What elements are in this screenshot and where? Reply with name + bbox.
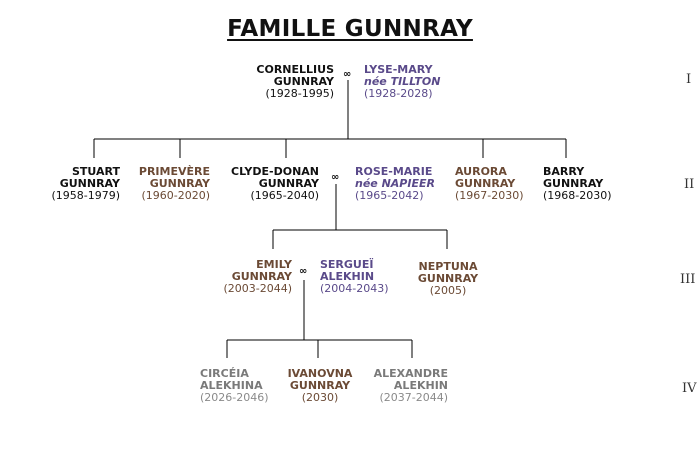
marriage-symbol: ∞ xyxy=(299,266,308,277)
page-title: FAMILLE GUNNRAY xyxy=(227,16,473,42)
person-irceia: CIRCÉIA ALEKHINA (2026-2046) xyxy=(200,368,269,404)
person-name: BARRY xyxy=(543,165,585,178)
person-surname: GUNNRAY xyxy=(231,270,292,283)
person-lyse-mary: LYSE-MARY née TILLTON (1928-2028) xyxy=(364,64,440,100)
person-surname: ALEKHINA xyxy=(200,379,263,392)
generation-label-ii: II xyxy=(684,177,695,192)
person-aurora: AURORA GUNNRAY (1967-2030) xyxy=(455,166,524,202)
person-name: EMILY xyxy=(256,258,292,271)
person-maiden-name: née TILLTON xyxy=(364,75,441,88)
person-name: ROSE-MARIE xyxy=(355,165,433,178)
person-ivanovna: IVANOVNA GUNNRAY (2030) xyxy=(280,368,360,404)
person-years: (2005) xyxy=(429,284,467,297)
generation-label-iii: III xyxy=(680,272,696,287)
person-name: STUART xyxy=(71,165,120,178)
person-years: (2030) xyxy=(301,391,339,404)
person-years: (1928-1995) xyxy=(265,87,334,100)
person-surname: ALEKHIN xyxy=(393,379,448,392)
person-name: CIRCÉIA xyxy=(200,367,249,380)
person-surname: GUNNRAY xyxy=(543,177,604,190)
person-name: LYSE-MARY xyxy=(364,63,433,76)
person-name: CORNELLIUS xyxy=(256,63,334,76)
person-name: ALEXANDRE xyxy=(373,367,448,380)
person-surname: GUNNRAY xyxy=(149,177,210,190)
person-clyde-donan: CLYDE-DONAN GUNNRAY (1965-2040) xyxy=(231,166,319,202)
person-alexandre: ALEXANDRE ALEKHIN (2037-2044) xyxy=(374,368,448,404)
person-years: (1965-2042) xyxy=(355,189,424,202)
person-surname: GUNNRAY xyxy=(273,75,334,88)
person-maiden-name: née NAPIEER xyxy=(355,177,435,190)
person-name: IVANOVNA xyxy=(287,367,353,380)
person-years: (2003-2044) xyxy=(223,282,292,295)
person-rose-marie: ROSE-MARIE née NAPIEER (1965-2042) xyxy=(355,166,435,202)
person-years: (1928-2028) xyxy=(364,87,433,100)
person-name: PRIMEVÈRE xyxy=(138,165,210,178)
person-years: (1960-2020) xyxy=(141,189,210,202)
person-years: (1967-2030) xyxy=(455,189,524,202)
person-serguei: SERGUEÏ ALEKHIN (2004-2043) xyxy=(320,259,389,295)
person-years: (1965-2040) xyxy=(250,189,319,202)
person-emily: EMILY GUNNRAY (2003-2044) xyxy=(223,259,292,295)
person-surname: GUNNRAY xyxy=(455,177,516,190)
person-name: SERGUEÏ xyxy=(320,258,374,271)
person-surname: ALEKHIN xyxy=(320,270,375,283)
person-name: NEPTUNA xyxy=(418,260,478,273)
person-barry: BARRY GUNNRAY (1968-2030) xyxy=(543,166,612,202)
generation-label-i: I xyxy=(686,72,692,87)
person-years: (1968-2030) xyxy=(543,189,612,202)
person-name: CLYDE-DONAN xyxy=(231,165,319,178)
generation-label-iv: IV xyxy=(682,381,697,396)
person-surname: GUNNRAY xyxy=(258,177,319,190)
marriage-symbol: ∞ xyxy=(343,69,352,80)
person-years: (2037-2044) xyxy=(379,391,448,404)
person-name: AURORA xyxy=(455,165,507,178)
person-years: (2026-2046) xyxy=(200,391,269,404)
marriage-symbol: ∞ xyxy=(331,172,340,183)
person-neptuna: NEPTUNA GUNNRAY (2005) xyxy=(408,261,488,297)
person-stuart: STUART GUNNRAY (1958-1979) xyxy=(51,166,120,202)
person-surname: GUNNRAY xyxy=(289,379,351,392)
person-surname: GUNNRAY xyxy=(417,272,479,285)
person-years: (1958-1979) xyxy=(51,189,120,202)
person-surname: GUNNRAY xyxy=(59,177,120,190)
person-years: (2004-2043) xyxy=(320,282,389,295)
person-cornellius: CORNELLIUS GUNNRAY (1928-1995) xyxy=(256,64,334,100)
person-primevere: PRIMEVÈRE GUNNRAY (1960-2020) xyxy=(139,166,210,202)
